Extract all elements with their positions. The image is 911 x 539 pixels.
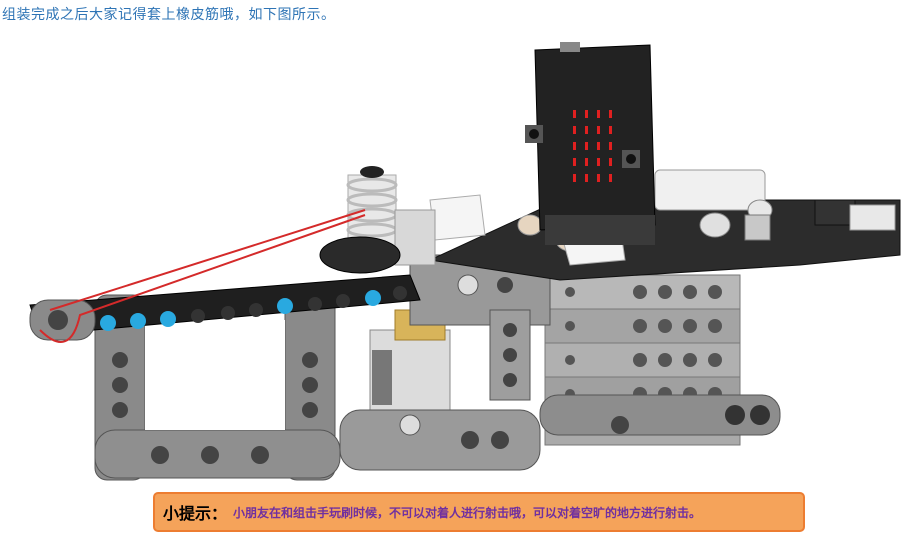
base-beam xyxy=(539,394,781,436)
left-frame xyxy=(94,294,541,481)
main-board xyxy=(428,169,901,281)
intro-text: 组装完成之后大家记得套上橡皮筋哦，如下图所示。 xyxy=(2,7,336,23)
tip-text: 小朋友在和组击手玩刷时候，不可以对着人进行射击哦，可以对着空旷的地方进行射击。 xyxy=(233,505,702,520)
microbit-board xyxy=(525,42,656,245)
launcher-arm xyxy=(29,274,421,341)
assembly-illustration xyxy=(29,42,901,481)
spring-gear xyxy=(319,166,436,274)
middle-bricks xyxy=(409,254,551,401)
tip-box: 小提示： 小朋友在和组击手玩刷时候，不可以对着人进行射击哦，可以对着空旷的地方进… xyxy=(153,492,805,532)
rubber-band xyxy=(39,209,366,343)
tip-label: 小提示： xyxy=(163,504,228,523)
